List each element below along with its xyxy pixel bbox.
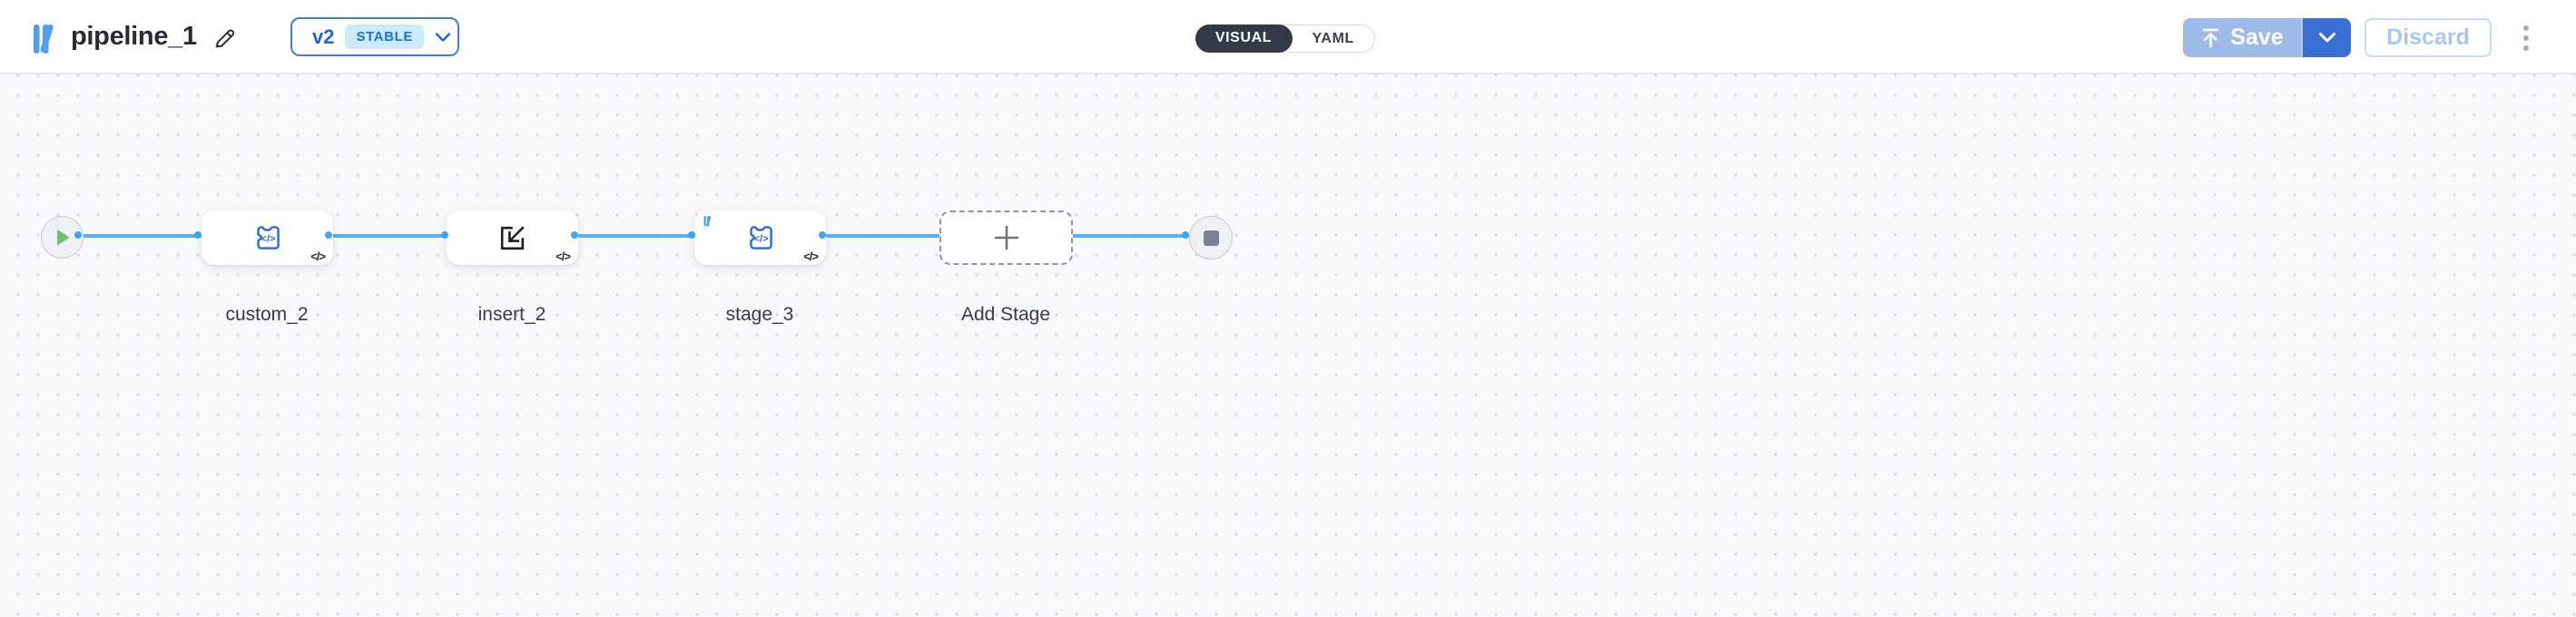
version-selector[interactable]: v2 STABLE xyxy=(290,17,459,56)
kebab-dot xyxy=(2523,45,2529,51)
discard-button-label: Discard xyxy=(2386,24,2470,50)
connector-dot[interactable] xyxy=(571,230,578,239)
code-badge: </> xyxy=(803,250,819,263)
node-insert-2[interactable]: </> xyxy=(447,211,578,265)
upload-icon xyxy=(2202,28,2219,47)
connector-line xyxy=(82,234,202,238)
app-logo-icon xyxy=(34,24,54,54)
connector-dot[interactable] xyxy=(688,230,695,239)
stop-icon xyxy=(1203,230,1219,246)
puzzle-code-icon: </> xyxy=(256,226,280,250)
end-node[interactable] xyxy=(1189,216,1233,260)
version-label: v2 xyxy=(312,24,335,48)
tab-visual[interactable]: VISUAL xyxy=(1195,24,1293,53)
node-label: insert_2 xyxy=(477,304,546,325)
page-title: pipeline_1 xyxy=(71,22,197,51)
more-options-button[interactable] xyxy=(2512,20,2540,56)
pencil-icon xyxy=(215,29,235,48)
connector-dot[interactable] xyxy=(74,230,82,239)
save-options-button[interactable] xyxy=(2301,18,2351,57)
play-icon xyxy=(56,230,69,245)
connector-dot[interactable] xyxy=(1182,230,1189,239)
import-icon xyxy=(500,225,525,250)
pipeline-canvas[interactable]: </> </> custom_2 </> insert_2 </> xyxy=(0,74,2576,617)
chevron-down-icon xyxy=(2318,33,2335,43)
connector-dot[interactable] xyxy=(194,230,202,239)
code-badge: </> xyxy=(556,250,571,263)
view-mode-toggle: VISUAL YAML xyxy=(1195,24,1375,53)
node-label: stage_3 xyxy=(725,304,794,325)
tab-yaml[interactable]: YAML xyxy=(1312,30,1354,46)
save-button[interactable]: Save xyxy=(2183,18,2301,57)
add-stage-button[interactable] xyxy=(939,211,1073,265)
version-status-badge: STABLE xyxy=(345,24,424,49)
connector-line xyxy=(332,234,448,238)
save-button-label: Save xyxy=(2230,24,2284,50)
edit-title-button[interactable] xyxy=(209,22,241,54)
kebab-dot xyxy=(2523,35,2529,41)
kebab-dot xyxy=(2523,25,2529,31)
node-stage-3[interactable]: </> </> xyxy=(694,211,826,265)
logo-badge-icon xyxy=(703,216,712,227)
connector-dot[interactable] xyxy=(819,230,826,239)
discard-button[interactable]: Discard xyxy=(2365,18,2492,57)
svg-text:</>: </> xyxy=(261,234,275,245)
puzzle-code-icon: </> xyxy=(749,226,772,250)
connector-dot[interactable] xyxy=(441,230,448,239)
chevron-down-icon xyxy=(435,32,451,42)
node-custom-2[interactable]: </> </> xyxy=(202,211,333,265)
connector-line xyxy=(578,234,695,238)
node-label: custom_2 xyxy=(225,304,309,325)
node-label: Add Stage xyxy=(960,304,1051,325)
svg-text:</>: </> xyxy=(753,234,768,245)
connector-dot[interactable] xyxy=(325,230,332,239)
header-bar: pipeline_1 v2 STABLE VISUAL YAML xyxy=(0,0,2576,74)
code-badge: </> xyxy=(310,250,326,263)
plus-icon xyxy=(994,225,1018,250)
